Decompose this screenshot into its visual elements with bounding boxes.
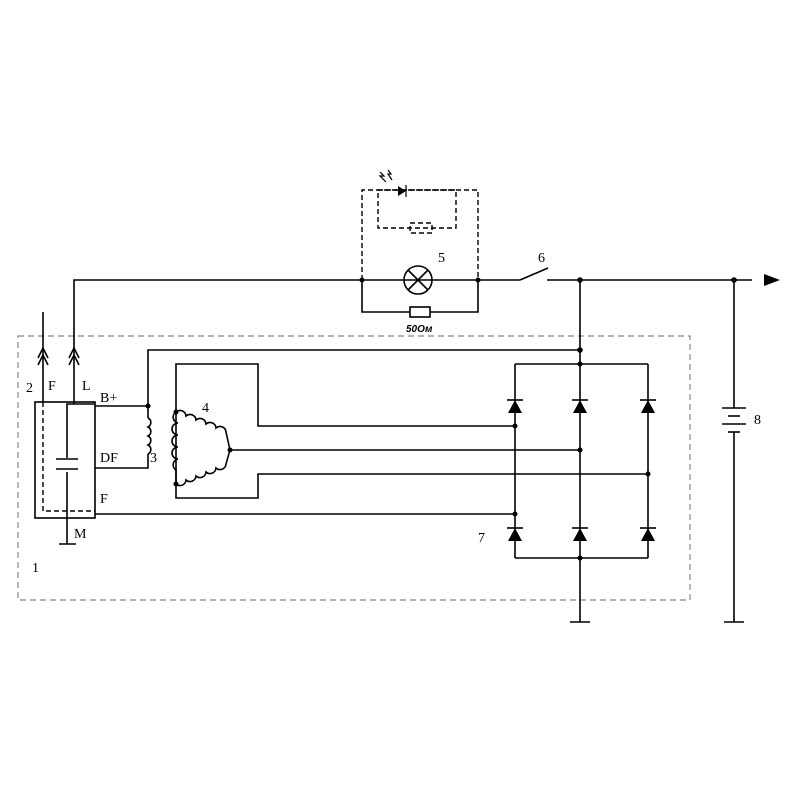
label-field-winding: 3 [150,451,157,466]
capacitor-symbol [56,458,78,470]
label-stator-winding: 4 [202,401,209,416]
label-terminal-DF: DF [100,451,118,466]
bplus-wire [95,349,580,407]
terminal-F-connector [37,312,49,402]
main-supply-line [359,267,780,350]
label-terminal-bplus: B+ [100,391,117,406]
dashed-led-circuit [361,169,479,280]
label-switch: 6 [538,251,545,266]
label-terminal-2: 2 [26,381,33,396]
battery-symbol [722,280,746,623]
label-terminal-F-bottom: F [100,492,108,507]
field-winding-coil [95,406,152,469]
warning-lamp [403,265,433,295]
diode-symbol [640,527,656,541]
diode-symbol [572,399,588,413]
label-terminal-L: L [82,379,91,394]
terminal-L-connector [68,279,362,404]
label-rectifier: 7 [478,531,485,546]
label-terminal-F-top: F [48,379,56,394]
label-lamp: 5 [438,251,445,266]
diode-symbol [572,527,588,541]
rectifier-bridge [507,350,656,623]
label-resistor-value: 50Ом [406,324,433,335]
diode-symbol [507,527,523,541]
diode-symbol [640,399,656,413]
diode-symbol [507,399,523,413]
label-terminal-M: M [74,527,87,542]
ignition-switch [519,267,549,281]
parallel-resistor [361,280,479,318]
voltage-regulator [34,401,96,545]
stator-winding [171,363,648,499]
label-battery: 8 [754,413,761,428]
label-unit-number: 1 [32,561,39,576]
generator-housing-boundary [17,335,691,601]
